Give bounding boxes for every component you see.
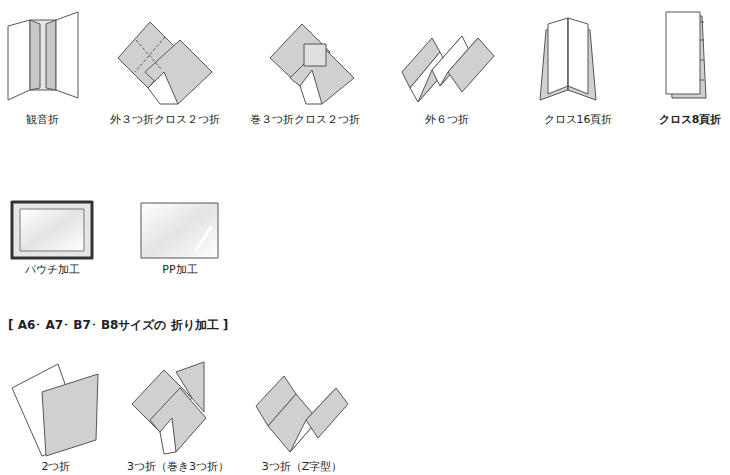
pp-laminate-icon — [141, 203, 218, 258]
fold-caption: 巻３つ折クロス２つ折 — [250, 113, 360, 126]
fold-caption: 3つ折（巻き3つ折） — [127, 460, 229, 473]
section-heading: [ A6･ A7･ B7･ B8サイズの 折り加工 ] — [8, 318, 228, 332]
fold-caption: 外３つ折クロス２つ折 — [110, 113, 220, 126]
fold-caption: パウチ加工 — [25, 263, 80, 276]
outer-tri-cross-fold-icon — [118, 22, 212, 104]
roll-tri-fold-icon — [132, 362, 206, 454]
pouch-laminate-icon — [12, 202, 92, 258]
gatefold-icon — [8, 12, 78, 100]
half-fold-icon — [12, 364, 98, 456]
z-tri-fold-icon — [256, 376, 348, 452]
fold-caption: 2つ折 — [42, 460, 71, 473]
fold-caption: クロス16頁折 — [544, 113, 613, 126]
cross-16-page-fold-icon — [540, 18, 596, 100]
fold-caption: 3つ折（Z字型） — [262, 460, 343, 473]
roll-tri-cross-fold-icon — [270, 24, 354, 104]
fold-caption: PP加工 — [162, 263, 197, 276]
fold-caption: クロス8頁折 — [659, 113, 722, 126]
six-panel-accordion-icon — [402, 36, 494, 102]
cross-8-page-fold-icon — [666, 12, 706, 98]
fold-caption: 外６つ折 — [425, 113, 469, 126]
fold-caption: 観音折 — [26, 113, 59, 126]
